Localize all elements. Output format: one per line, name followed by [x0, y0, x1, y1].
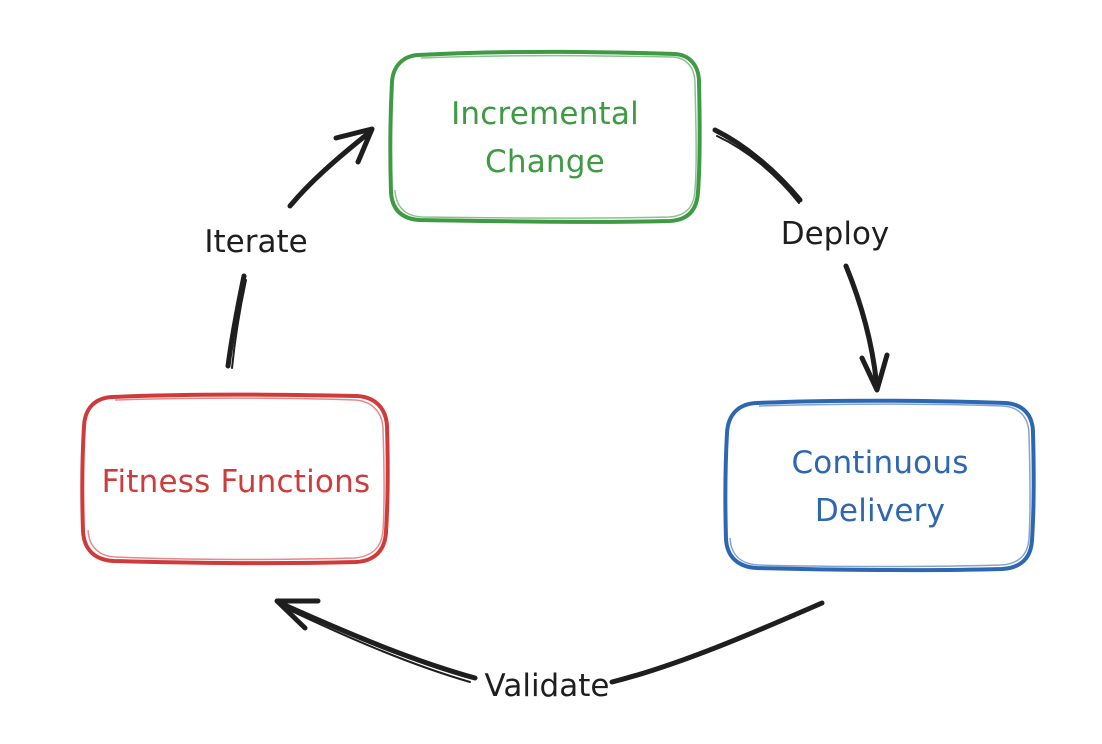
- edge-deploy: Deploy: [712, 127, 890, 393]
- node-continuous-delivery-label-line1: Continuous: [791, 445, 968, 481]
- node-continuous-delivery: Continuous Delivery: [723, 398, 1036, 573]
- edge-validate-line-left: [277, 600, 478, 681]
- edge-validate-line-right: [609, 600, 825, 685]
- node-fitness-functions-box-sketch: [87, 397, 385, 561]
- edge-validate-line-left-sketch: [282, 606, 471, 683]
- edge-iterate-line-lower: [225, 273, 247, 369]
- node-fitness-functions-label: Fitness Functions: [102, 464, 371, 500]
- edge-deploy-label: Deploy: [781, 216, 890, 252]
- edge-iterate-line-lower-sketch: [231, 279, 247, 369]
- node-continuous-delivery-box-sketch: [729, 403, 1031, 568]
- node-continuous-delivery-label-line2: Delivery: [815, 493, 945, 529]
- edge-deploy-line-upper: [712, 127, 803, 203]
- node-incremental-change-box-sketch: [394, 54, 697, 219]
- edge-iterate: Iterate: [204, 126, 375, 369]
- edge-deploy-line-upper-sketch: [716, 135, 800, 204]
- node-incremental-change-box: [388, 49, 702, 224]
- node-incremental-change-label-line2: Change: [485, 144, 605, 180]
- edge-iterate-line-upper: [287, 129, 373, 209]
- edge-validate-arrowhead: [274, 598, 321, 631]
- edge-validate: Validate: [274, 598, 825, 704]
- node-continuous-delivery-box: [723, 398, 1036, 573]
- node-incremental-change-label-line1: Incremental: [451, 96, 639, 132]
- node-fitness-functions-box: [80, 392, 390, 566]
- edge-iterate-label: Iterate: [204, 224, 307, 260]
- edge-deploy-arrowhead: [859, 352, 890, 393]
- edge-iterate-arrowhead: [333, 126, 375, 165]
- node-incremental-change: Incremental Change: [388, 49, 702, 224]
- node-fitness-functions: Fitness Functions: [80, 392, 390, 566]
- edge-deploy-line-lower: [843, 263, 880, 391]
- edge-validate-label: Validate: [485, 668, 610, 704]
